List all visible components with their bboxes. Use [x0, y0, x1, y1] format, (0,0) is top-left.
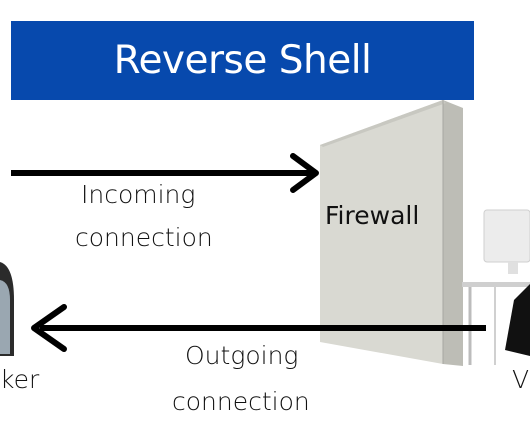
victim-label: V — [512, 365, 530, 394]
incoming-label-line2: connection — [75, 223, 213, 252]
firewall-wall-icon — [320, 100, 463, 366]
victim-computer-icon — [462, 209, 530, 365]
incoming-label-line1: Incoming — [81, 180, 196, 209]
title-banner: Reverse Shell — [11, 21, 474, 100]
diagram-title: Reverse Shell — [113, 38, 372, 83]
incoming-arrow — [11, 153, 319, 193]
attacker-label: ker — [0, 365, 40, 394]
outgoing-arrow — [31, 304, 486, 352]
firewall-label: Firewall — [325, 201, 420, 230]
outgoing-label-line2: connection — [172, 387, 310, 416]
attacker-icon — [0, 262, 14, 356]
outgoing-label-line1: Outgoing — [185, 341, 299, 370]
